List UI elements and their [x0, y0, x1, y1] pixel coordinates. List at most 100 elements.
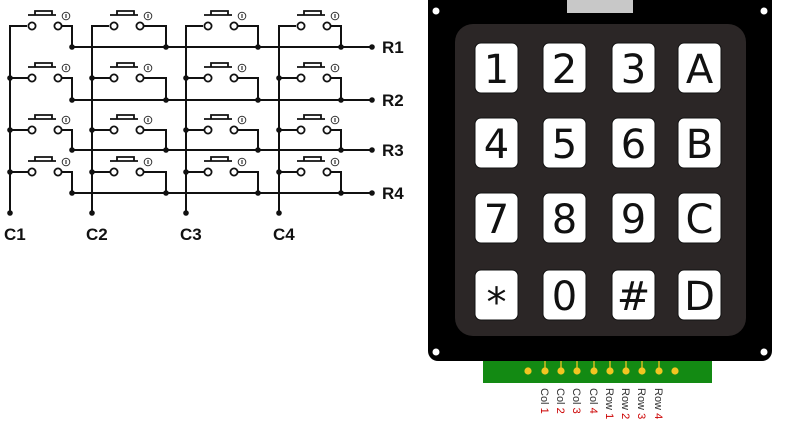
keypad-key[interactable]: 7: [474, 192, 519, 244]
key-label: A: [686, 47, 714, 93]
column-terminal: [89, 210, 95, 216]
pin-label: Row 3: [635, 388, 647, 419]
junction-dot: [69, 147, 75, 153]
key-label: 4: [484, 122, 509, 168]
junction-dot: [276, 75, 282, 81]
keypad-key[interactable]: 1: [474, 42, 519, 94]
connector-pin: [557, 367, 565, 375]
key-label: B: [686, 122, 713, 168]
push-switch: [7, 114, 75, 153]
junction-dot: [183, 169, 189, 175]
pin-label: Col 2: [554, 388, 566, 414]
keypad-key[interactable]: 3: [611, 42, 656, 94]
row-terminal: [369, 44, 375, 50]
keypad-key[interactable]: 0: [542, 269, 587, 321]
junction-dot: [255, 44, 261, 50]
push-switch: [89, 62, 169, 103]
pin-label: Col 3: [570, 388, 582, 414]
connector-pin: [524, 367, 532, 375]
keypad-key[interactable]: #: [611, 269, 656, 321]
key-label: #: [617, 274, 651, 320]
mount-hole: [432, 7, 440, 15]
key-label: 0: [552, 274, 577, 320]
junction-dot: [255, 97, 261, 103]
key-label: 6: [621, 122, 646, 168]
junction-dot: [163, 44, 169, 50]
push-switch: [276, 62, 344, 103]
push-switch: [109, 10, 169, 50]
junction-dot: [163, 97, 169, 103]
keypad-key[interactable]: 8: [542, 192, 587, 244]
push-switch: [89, 114, 169, 153]
junction-dot: [338, 44, 344, 50]
connector-pin: [671, 367, 679, 375]
key-label: 9: [621, 197, 646, 243]
junction-dot: [163, 147, 169, 153]
row-label: R2: [382, 91, 404, 110]
key-label: C: [686, 197, 714, 243]
row-label: R1: [382, 38, 404, 57]
keypad-key[interactable]: 2: [542, 42, 587, 94]
junction-dot: [69, 97, 75, 103]
keypad-key[interactable]: B: [677, 117, 722, 169]
mount-hole: [760, 7, 768, 15]
push-switch: [27, 10, 75, 50]
junction-dot: [183, 75, 189, 81]
column-label: C3: [180, 225, 202, 244]
push-switch: [183, 62, 261, 103]
keypad-key[interactable]: 6: [611, 117, 656, 169]
junction-dot: [69, 190, 75, 196]
column-wire: [9, 25, 27, 213]
connector-pin: [573, 367, 581, 375]
key-label: 7: [484, 197, 509, 243]
junction-dot: [255, 190, 261, 196]
push-switch: [296, 10, 344, 50]
junction-dot: [89, 127, 95, 133]
keypad-key[interactable]: 9: [611, 192, 656, 244]
column-terminal: [7, 210, 13, 216]
pin-label: Row 4: [652, 388, 664, 419]
push-switch: [276, 114, 344, 153]
column-terminal: [276, 210, 282, 216]
connector-pin: [606, 367, 614, 375]
column-label: C1: [4, 225, 26, 244]
row-terminal: [369, 190, 375, 196]
keypad-key[interactable]: C: [677, 192, 722, 244]
junction-dot: [89, 169, 95, 175]
column-label: C2: [86, 225, 108, 244]
keypad-key[interactable]: 4: [474, 117, 519, 169]
junction-dot: [276, 169, 282, 175]
push-switch: [7, 156, 75, 196]
key-label: 5: [552, 122, 577, 168]
pin-label: Col 4: [587, 388, 599, 414]
pin-label: Row 1: [603, 388, 615, 419]
key-label: *: [487, 280, 507, 326]
column-terminal: [183, 210, 189, 216]
junction-dot: [338, 97, 344, 103]
row-terminal: [369, 147, 375, 153]
key-label: D: [684, 274, 715, 320]
pin-label: Col 1: [538, 388, 550, 414]
push-switch: [183, 114, 261, 153]
connector-pin: [590, 367, 598, 375]
keypad-key[interactable]: *: [474, 269, 519, 326]
junction-dot: [69, 44, 75, 50]
keypad-key[interactable]: 5: [542, 117, 587, 169]
pin-label: Row 2: [619, 388, 631, 419]
row-label: R3: [382, 141, 404, 160]
key-panel: [455, 24, 746, 336]
keypad-key[interactable]: A: [677, 42, 722, 94]
junction-dot: [7, 169, 13, 175]
push-switch: [203, 10, 261, 50]
junction-dot: [338, 190, 344, 196]
connector-pin: [655, 367, 663, 375]
junction-dot: [276, 127, 282, 133]
push-switch: [183, 156, 261, 196]
push-switch: [89, 156, 169, 196]
junction-dot: [255, 147, 261, 153]
junction-dot: [163, 190, 169, 196]
column-label: C4: [273, 225, 295, 244]
connector-pin: [638, 367, 646, 375]
keypad-key[interactable]: D: [677, 269, 722, 321]
